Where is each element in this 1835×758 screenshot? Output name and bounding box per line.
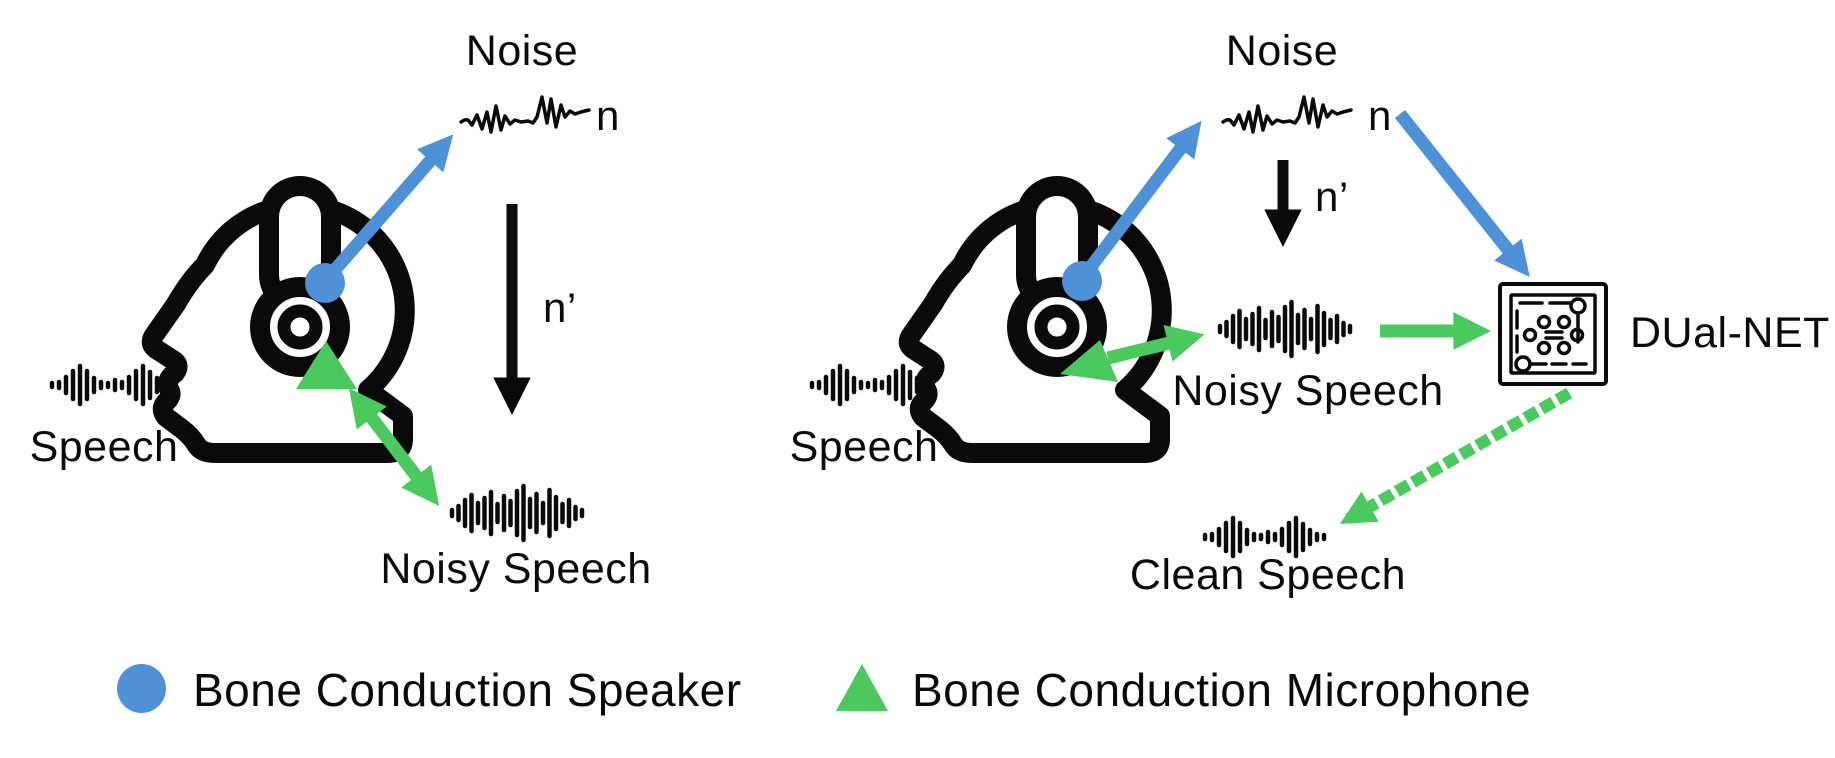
left-noise-symbol: n bbox=[596, 92, 620, 139]
right-noise-signal-icon bbox=[1221, 95, 1353, 134]
left-noise-label: Noise bbox=[465, 27, 579, 75]
right-noisy-speech-waveform-icon bbox=[1217, 299, 1353, 359]
network-to-clean-speech-dashed-arrow bbox=[1339, 387, 1573, 526]
left-conducted-noise-symbol: n’ bbox=[543, 284, 577, 331]
clean-speech-label: Clean Speech bbox=[1129, 551, 1407, 599]
left-mic-capture-arrow bbox=[348, 388, 440, 506]
noise-to-network-arrow bbox=[1394, 109, 1530, 277]
right-noisy-speech-label: Noisy Speech bbox=[1172, 367, 1444, 415]
left-noise-emission-arrow bbox=[328, 134, 454, 277]
network-label: DUal-NET bbox=[1630, 309, 1830, 357]
right-speech-waveform-icon bbox=[809, 363, 934, 407]
left-noisy-speech-waveform-icon bbox=[449, 483, 585, 543]
mic-to-noisy-speech-arrow bbox=[1106, 325, 1205, 365]
right-speech-label: Speech bbox=[789, 423, 939, 471]
right-noise-emission-arrow bbox=[1084, 120, 1202, 272]
left-noise-signal-icon bbox=[459, 95, 591, 134]
right-microphone-marker bbox=[1060, 340, 1118, 382]
right-noise-label: Noise bbox=[1225, 27, 1339, 75]
left-speech-label: Speech bbox=[29, 423, 179, 471]
left-microphone-marker bbox=[296, 341, 357, 389]
right-noise-symbol: n bbox=[1368, 92, 1392, 139]
left-noisy-speech-label: Noisy Speech bbox=[380, 545, 652, 593]
neural-network-chip-icon bbox=[1498, 282, 1608, 386]
legend-speaker-label: Bone Conduction Speaker bbox=[193, 664, 742, 716]
left-speaker-marker bbox=[305, 263, 345, 303]
legend-speaker-circle-icon bbox=[117, 664, 166, 713]
right-conducted-noise-symbol: n’ bbox=[1315, 173, 1349, 220]
left-speech-waveform-icon bbox=[49, 363, 174, 407]
clean-speech-waveform-icon bbox=[1202, 515, 1327, 559]
legend-microphone-label: Bone Conduction Microphone bbox=[912, 664, 1532, 716]
right-speaker-marker bbox=[1062, 261, 1102, 301]
